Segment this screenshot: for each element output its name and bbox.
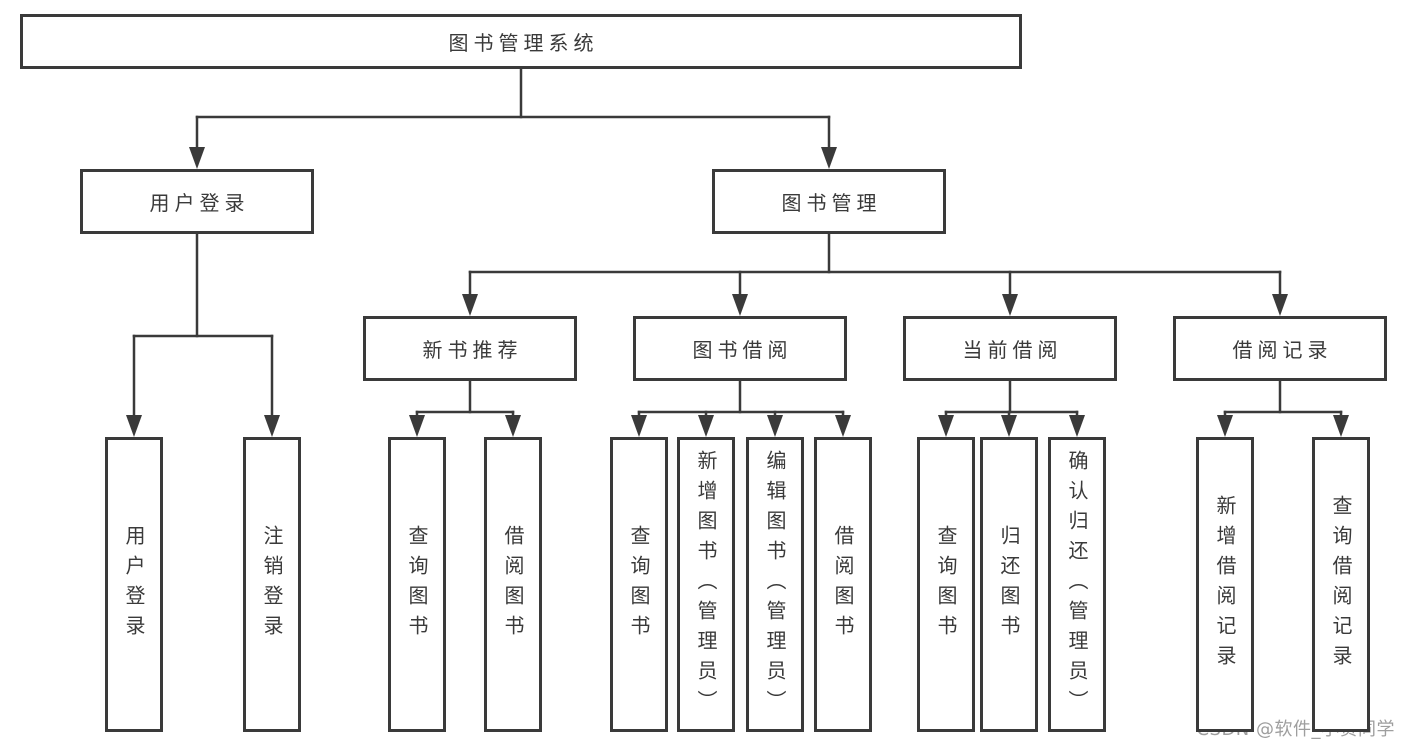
node-user-login: 用户登录 [80,169,314,234]
node-leaf-bor-edit: 编辑图书（管理员） [746,437,804,732]
node-label-leaf-logout: 注销登录 [260,524,284,645]
node-label-user-login: 用户登录 [149,191,250,215]
node-label-leaf-bor-query: 查询图书 [627,524,651,645]
node-label-leaf-recd-add: 新增借阅记录 [1213,494,1237,675]
node-label-leaf-bor-edit: 编辑图书（管理员） [763,449,787,720]
node-label-leaf-rec-borrow: 借阅图书 [501,524,525,645]
node-label-book-mgmt: 图书管理 [781,191,882,215]
node-label-borrow-records: 借阅记录 [1232,338,1333,362]
node-current-borrow: 当前借阅 [903,316,1117,381]
node-leaf-cur-query: 查询图书 [917,437,975,732]
node-label-leaf-bor-add: 新增图书（管理员） [694,449,718,720]
node-leaf-login: 用户登录 [105,437,163,732]
node-leaf-cur-confirm: 确认归还（管理员） [1048,437,1106,732]
node-leaf-rec-query: 查询图书 [388,437,446,732]
node-leaf-cur-return: 归还图书 [980,437,1038,732]
node-label-leaf-cur-return: 归还图书 [997,524,1021,645]
node-label-leaf-bor-borrow: 借阅图书 [831,524,855,645]
node-root: 图书管理系统 [20,14,1022,69]
node-book-mgmt: 图书管理 [712,169,946,234]
node-leaf-recd-query: 查询借阅记录 [1312,437,1370,732]
node-leaf-bor-query: 查询图书 [610,437,668,732]
node-borrow-records: 借阅记录 [1173,316,1387,381]
node-leaf-bor-add: 新增图书（管理员） [677,437,735,732]
node-label-current-borrow: 当前借阅 [962,338,1063,362]
node-leaf-logout: 注销登录 [243,437,301,732]
node-label-leaf-recd-query: 查询借阅记录 [1329,494,1353,675]
node-label-book-borrow: 图书借阅 [692,338,793,362]
node-leaf-bor-borrow: 借阅图书 [814,437,872,732]
node-label-leaf-login: 用户登录 [122,524,146,645]
node-book-borrow: 图书借阅 [633,316,847,381]
node-label-leaf-cur-query: 查询图书 [934,524,958,645]
node-label-leaf-cur-confirm: 确认归还（管理员） [1065,449,1089,720]
node-leaf-recd-add: 新增借阅记录 [1196,437,1254,732]
node-label-root: 图书管理系统 [448,31,599,55]
node-label-leaf-rec-query: 查询图书 [405,524,429,645]
node-leaf-rec-borrow: 借阅图书 [484,437,542,732]
node-new-book-rec: 新书推荐 [363,316,577,381]
node-label-new-book-rec: 新书推荐 [422,338,523,362]
